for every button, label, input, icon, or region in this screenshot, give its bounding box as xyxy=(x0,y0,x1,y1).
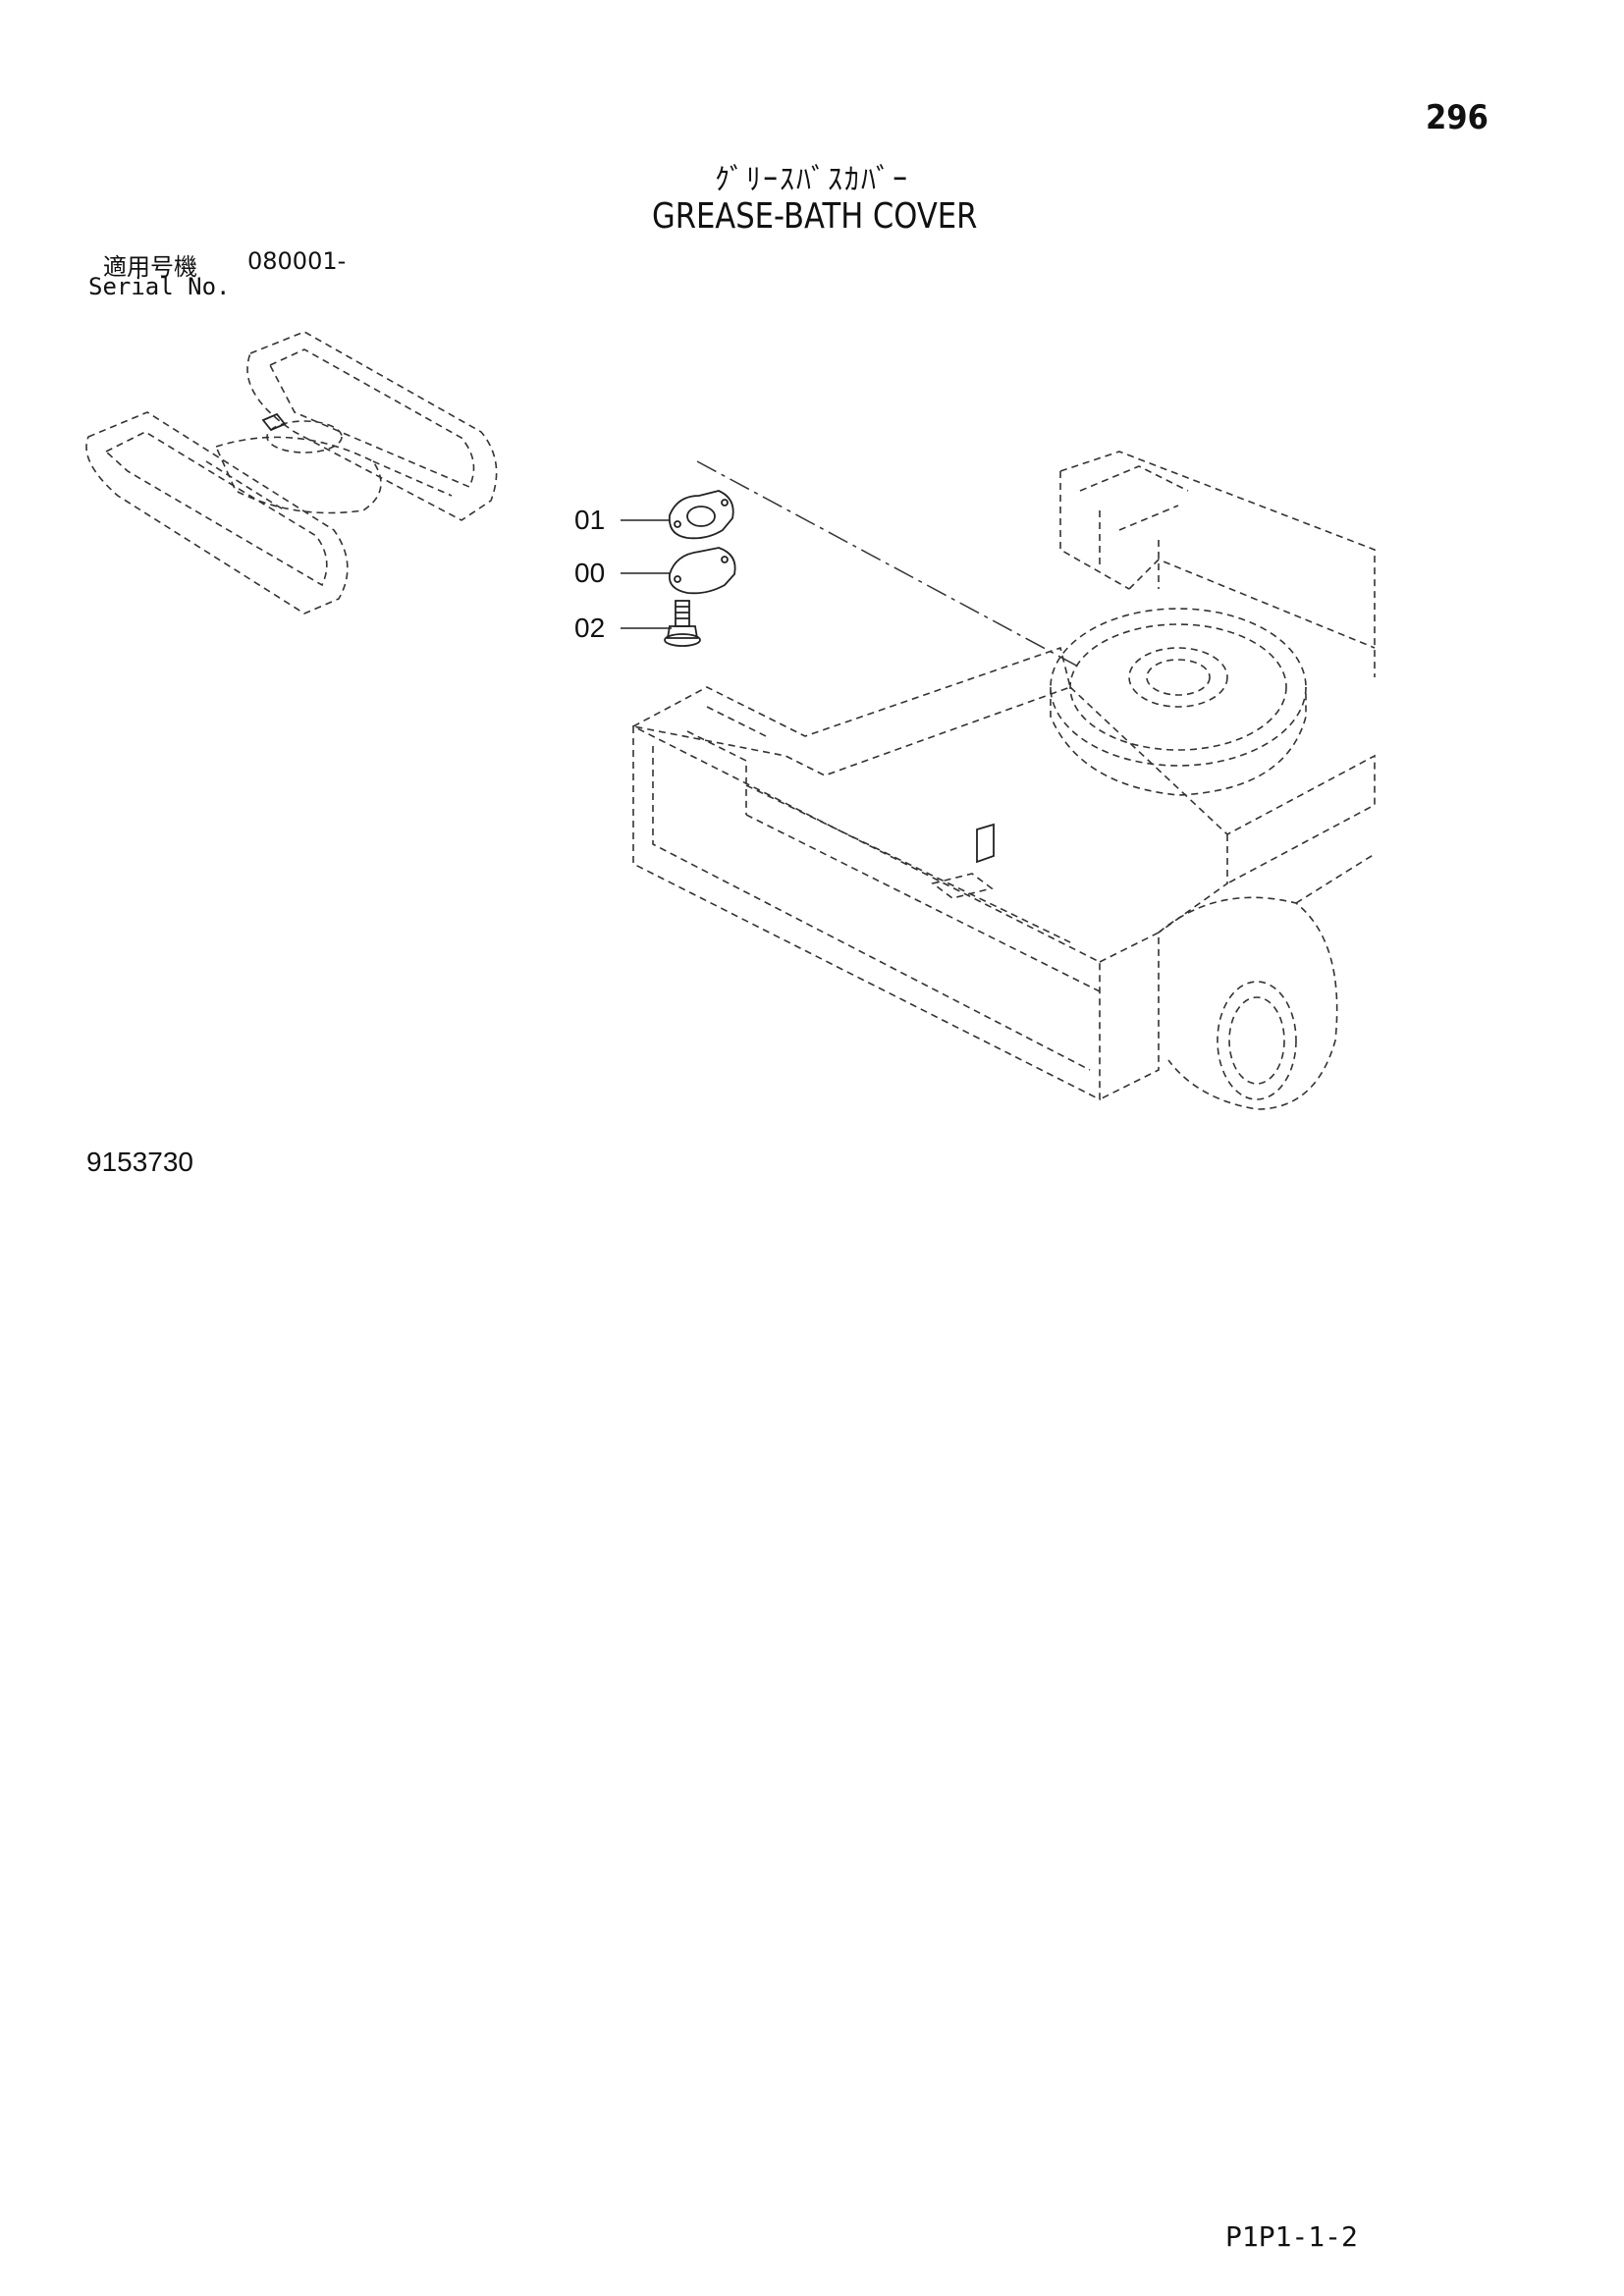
callout-02: 02 xyxy=(574,613,606,643)
gasket-part xyxy=(668,490,734,540)
cover-part xyxy=(668,547,736,595)
callout-00: 00 xyxy=(574,558,606,588)
footer-code: P1P1-1-2 xyxy=(1225,2220,1358,2253)
serial-number-value: 080001- xyxy=(247,247,347,275)
track-frame xyxy=(630,451,1376,1110)
page-title-japanese: ｸﾞﾘｰｽﾊﾞｽｶﾊﾞｰ xyxy=(715,163,909,197)
figure-number: 9153730 xyxy=(86,1147,194,1177)
serial-label: Serial No. xyxy=(88,273,231,300)
page-number: 296 xyxy=(1426,98,1489,137)
overview-thumbnail xyxy=(85,331,498,614)
centerline xyxy=(696,460,1081,668)
callout-01: 01 xyxy=(574,505,606,535)
serial-label-japanese: 適用号機 xyxy=(103,253,197,281)
bolt-part xyxy=(664,600,701,647)
page-title: GREASE-BATH COVER xyxy=(652,196,978,237)
